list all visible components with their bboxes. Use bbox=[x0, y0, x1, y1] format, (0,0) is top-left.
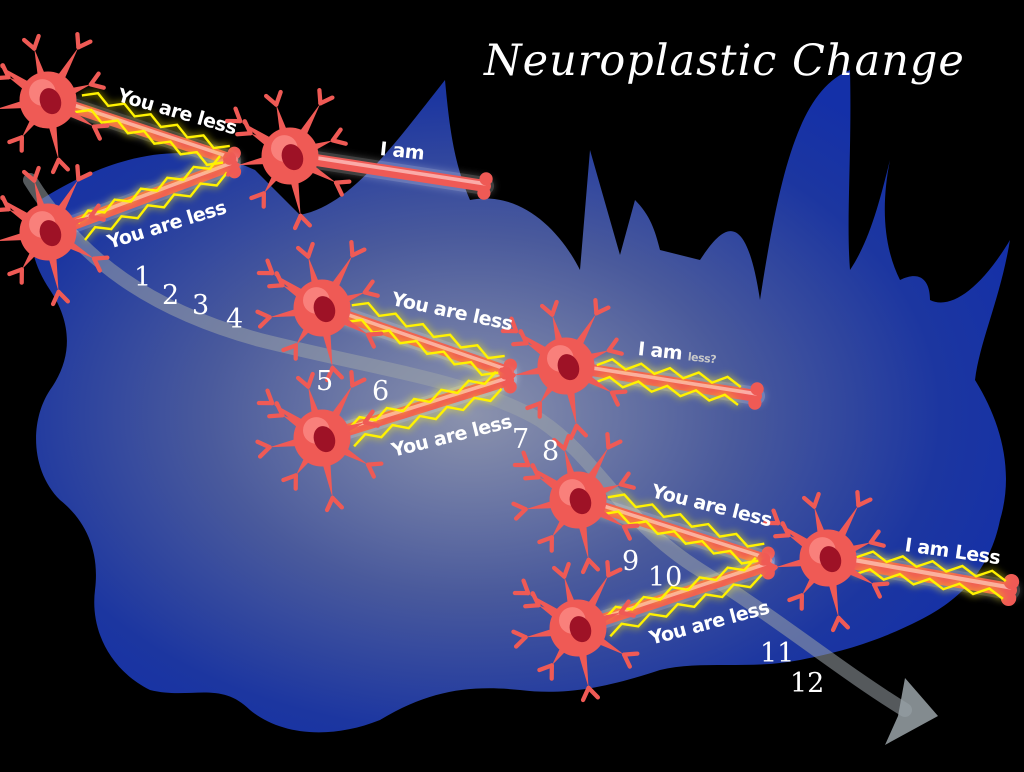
step-number-10: 10 bbox=[648, 562, 682, 593]
neuron-1 bbox=[0, 34, 107, 172]
diagram-title: Neuroplastic Change bbox=[484, 36, 965, 86]
step-number-8: 8 bbox=[542, 436, 559, 467]
step-number-7: 7 bbox=[512, 424, 529, 455]
step-number-12: 12 bbox=[790, 668, 824, 699]
step-number-2: 2 bbox=[162, 280, 179, 311]
step-number-4: 4 bbox=[226, 304, 243, 335]
step-number-6: 6 bbox=[372, 376, 389, 407]
step-number-9: 9 bbox=[622, 546, 639, 577]
step-number-3: 3 bbox=[192, 290, 209, 321]
message-i-am-main: I am bbox=[637, 338, 683, 365]
message-less-question: less? bbox=[687, 350, 716, 366]
step-number-11: 11 bbox=[760, 638, 794, 669]
flow-arrow-head bbox=[885, 678, 938, 745]
step-number-5: 5 bbox=[316, 366, 333, 397]
message-i-am: I am bbox=[379, 138, 425, 165]
step-number-1: 1 bbox=[134, 262, 151, 293]
